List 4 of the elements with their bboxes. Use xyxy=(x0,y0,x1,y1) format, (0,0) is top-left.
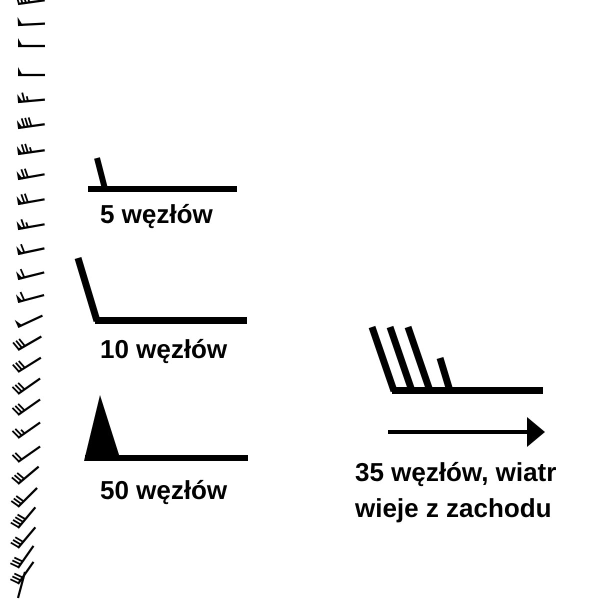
wind-speed-label: 50 węzłów xyxy=(100,475,228,506)
wind-speed-label: 5 węzłów xyxy=(100,199,213,230)
wind-speed-label: 10 węzłów xyxy=(100,334,228,365)
wind-description-label: 35 węzłów, wiatr wieje z zachodu xyxy=(355,456,558,525)
